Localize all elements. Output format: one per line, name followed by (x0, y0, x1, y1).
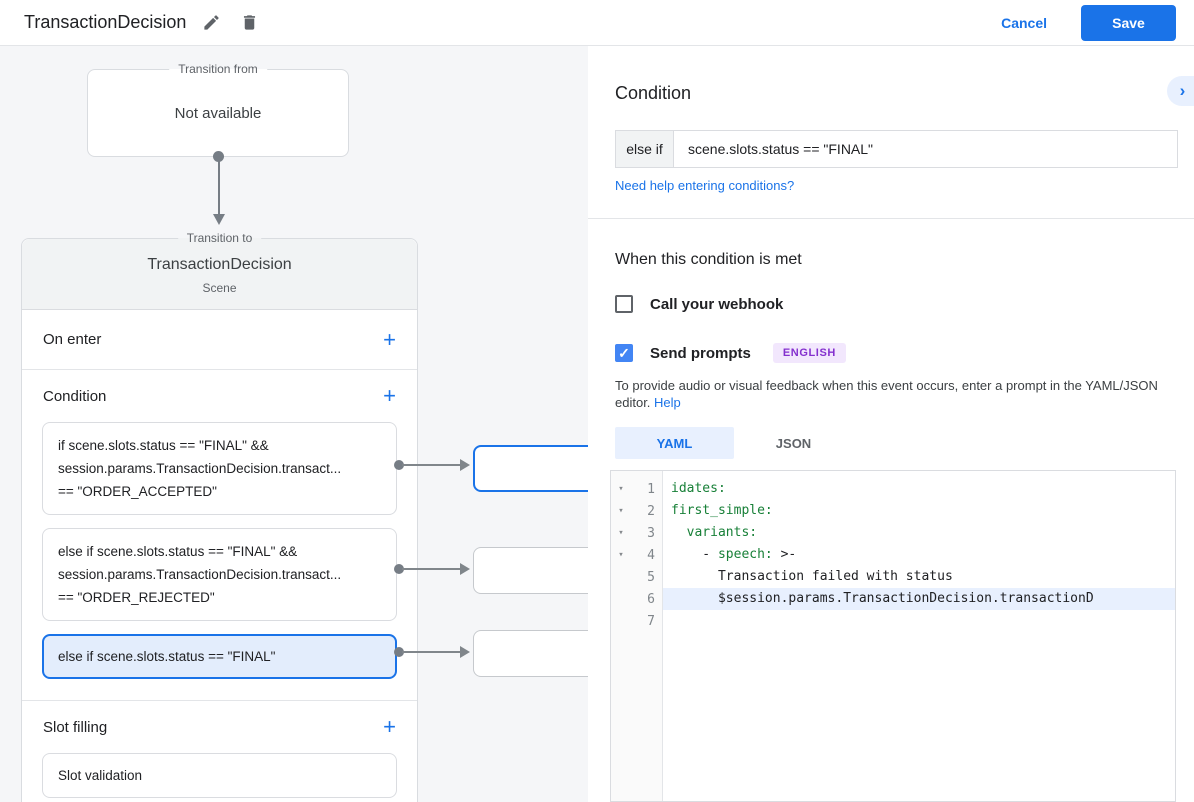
editor-gutter: ▾ 1 ▾ 2 ▾ 3 ▾ 4 5 6 7 (611, 471, 663, 801)
condition-expression-input[interactable] (674, 131, 1177, 167)
checkmark-icon: ✓ (618, 345, 630, 361)
line-number: 7 (647, 613, 655, 629)
help-link[interactable]: Help (654, 395, 681, 410)
pencil-icon (204, 15, 219, 30)
line-number: 2 (647, 503, 655, 519)
editor-tabs: YAML JSON (615, 427, 853, 459)
scene-header: TransactionDecision Scene (22, 239, 417, 310)
line-number: 4 (647, 547, 655, 563)
transition-target-box-2[interactable] (473, 547, 588, 594)
code-line-6-highlighted: $session.params.TransactionDecision.tran… (663, 588, 1175, 610)
prompt-description-text: To provide audio or visual feedback when… (615, 378, 1158, 410)
scene-name: TransactionDecision (147, 256, 292, 273)
line-number: 5 (647, 569, 655, 585)
condition-card-final-selected[interactable]: else if scene.slots.status == "FINAL" (42, 634, 397, 679)
connector-dot (394, 564, 404, 574)
slot-filling-section-header: Slot filling + (22, 701, 417, 753)
on-enter-row: On enter + (22, 310, 417, 370)
fold-arrow-icon[interactable]: ▾ (618, 484, 624, 494)
panel-title: Condition (615, 83, 692, 103)
page-title: TransactionDecision (24, 12, 187, 32)
transition-target-box-3[interactable] (473, 630, 588, 677)
condition-card-order-rejected[interactable]: else if scene.slots.status == "FINAL" &&… (42, 528, 397, 621)
transition-from-value: Not available (174, 104, 262, 122)
panel-divider (588, 218, 1194, 219)
delete-scene-button[interactable] (236, 10, 262, 36)
collapse-panel-button[interactable]: › (1167, 76, 1194, 106)
connector-dot (394, 647, 404, 657)
condition-section-label: Condition (43, 387, 107, 405)
condition-help-link[interactable]: Need help entering conditions? (615, 178, 795, 193)
send-prompts-label: Send prompts (650, 344, 751, 362)
line-number: 6 (647, 591, 655, 607)
line-number: 3 (647, 525, 655, 541)
code-line-5: Transaction failed with status (717, 569, 953, 584)
add-condition-button[interactable]: + (383, 383, 396, 408)
condition-card-order-accepted[interactable]: if scene.slots.status == "FINAL" && sess… (42, 422, 397, 515)
code-line-4: - speech: >- (671, 547, 797, 562)
webhook-row: Call your webhook (615, 295, 783, 313)
connector-line (402, 568, 460, 570)
scene-type-label: Scene (202, 281, 237, 295)
when-condition-heading: When this condition is met (615, 251, 802, 268)
arrow-right-icon (460, 459, 470, 471)
edit-title-button[interactable] (198, 10, 224, 36)
section-divider (22, 700, 417, 701)
transition-to-card: Transition to TransactionDecision Scene … (21, 231, 418, 802)
editor-code-area[interactable]: idates: first_simple: variants: - speech… (663, 471, 1175, 801)
chevron-right-icon: › (1179, 81, 1186, 100)
trash-icon (243, 15, 255, 30)
transition-from-legend: Transition from (169, 62, 267, 76)
call-webhook-label: Call your webhook (650, 295, 784, 313)
condition-section-header: Condition + (22, 370, 417, 422)
save-button[interactable]: Save (1081, 4, 1176, 41)
connector-line (402, 464, 460, 466)
prompt-description: To provide audio or visual feedback when… (615, 377, 1171, 411)
transition-target-box-1[interactable] (473, 445, 588, 492)
top-bar: TransactionDecision Cancel Save (0, 0, 1194, 46)
condition-detail-panel: Condition › else if Need help entering c… (588, 46, 1194, 802)
condition-expression-row: else if (615, 130, 1178, 168)
arrow-right-icon (460, 646, 470, 658)
connector-line (217, 158, 220, 216)
send-prompts-checkbox[interactable]: ✓ (615, 344, 633, 362)
fold-arrow-icon[interactable]: ▾ (618, 550, 624, 560)
fold-arrow-icon[interactable]: ▾ (618, 506, 624, 516)
code-line-2: first_simple: (671, 503, 773, 518)
connector-line (402, 651, 460, 653)
tab-yaml[interactable]: YAML (615, 427, 734, 459)
yaml-code-editor: ▾ 1 ▾ 2 ▾ 3 ▾ 4 5 6 7 idates: first_simple: … (610, 470, 1176, 802)
arrow-right-icon (460, 563, 470, 575)
tab-json[interactable]: JSON (775, 435, 812, 451)
add-slot-button[interactable]: + (383, 714, 396, 739)
condition-prefix-label: else if (616, 131, 674, 167)
code-line-1: idates: (671, 481, 726, 496)
line-number: 1 (647, 481, 655, 497)
add-on-enter-button[interactable]: + (383, 326, 396, 352)
code-line-3: variants: (686, 525, 758, 540)
call-webhook-checkbox[interactable] (615, 295, 633, 313)
arrow-down-icon (212, 214, 225, 225)
fold-arrow-icon[interactable]: ▾ (618, 528, 624, 538)
language-badge: ENGLISH (772, 343, 846, 363)
slot-validation-card[interactable]: Slot validation (42, 753, 397, 798)
slot-filling-label: Slot filling (43, 718, 108, 736)
cancel-button[interactable]: Cancel (985, 7, 1063, 39)
on-enter-label: On enter (43, 331, 102, 348)
connector-dot (394, 460, 404, 470)
transition-to-legend: Transition to (177, 231, 262, 245)
scene-flow-canvas: Transition from Not available Transition… (0, 46, 588, 802)
send-prompts-row: ✓ Send prompts ENGLISH (615, 343, 846, 363)
code-line-7 (663, 610, 1175, 632)
transition-from-box[interactable]: Transition from Not available (87, 62, 349, 157)
connector-dot (213, 151, 224, 162)
